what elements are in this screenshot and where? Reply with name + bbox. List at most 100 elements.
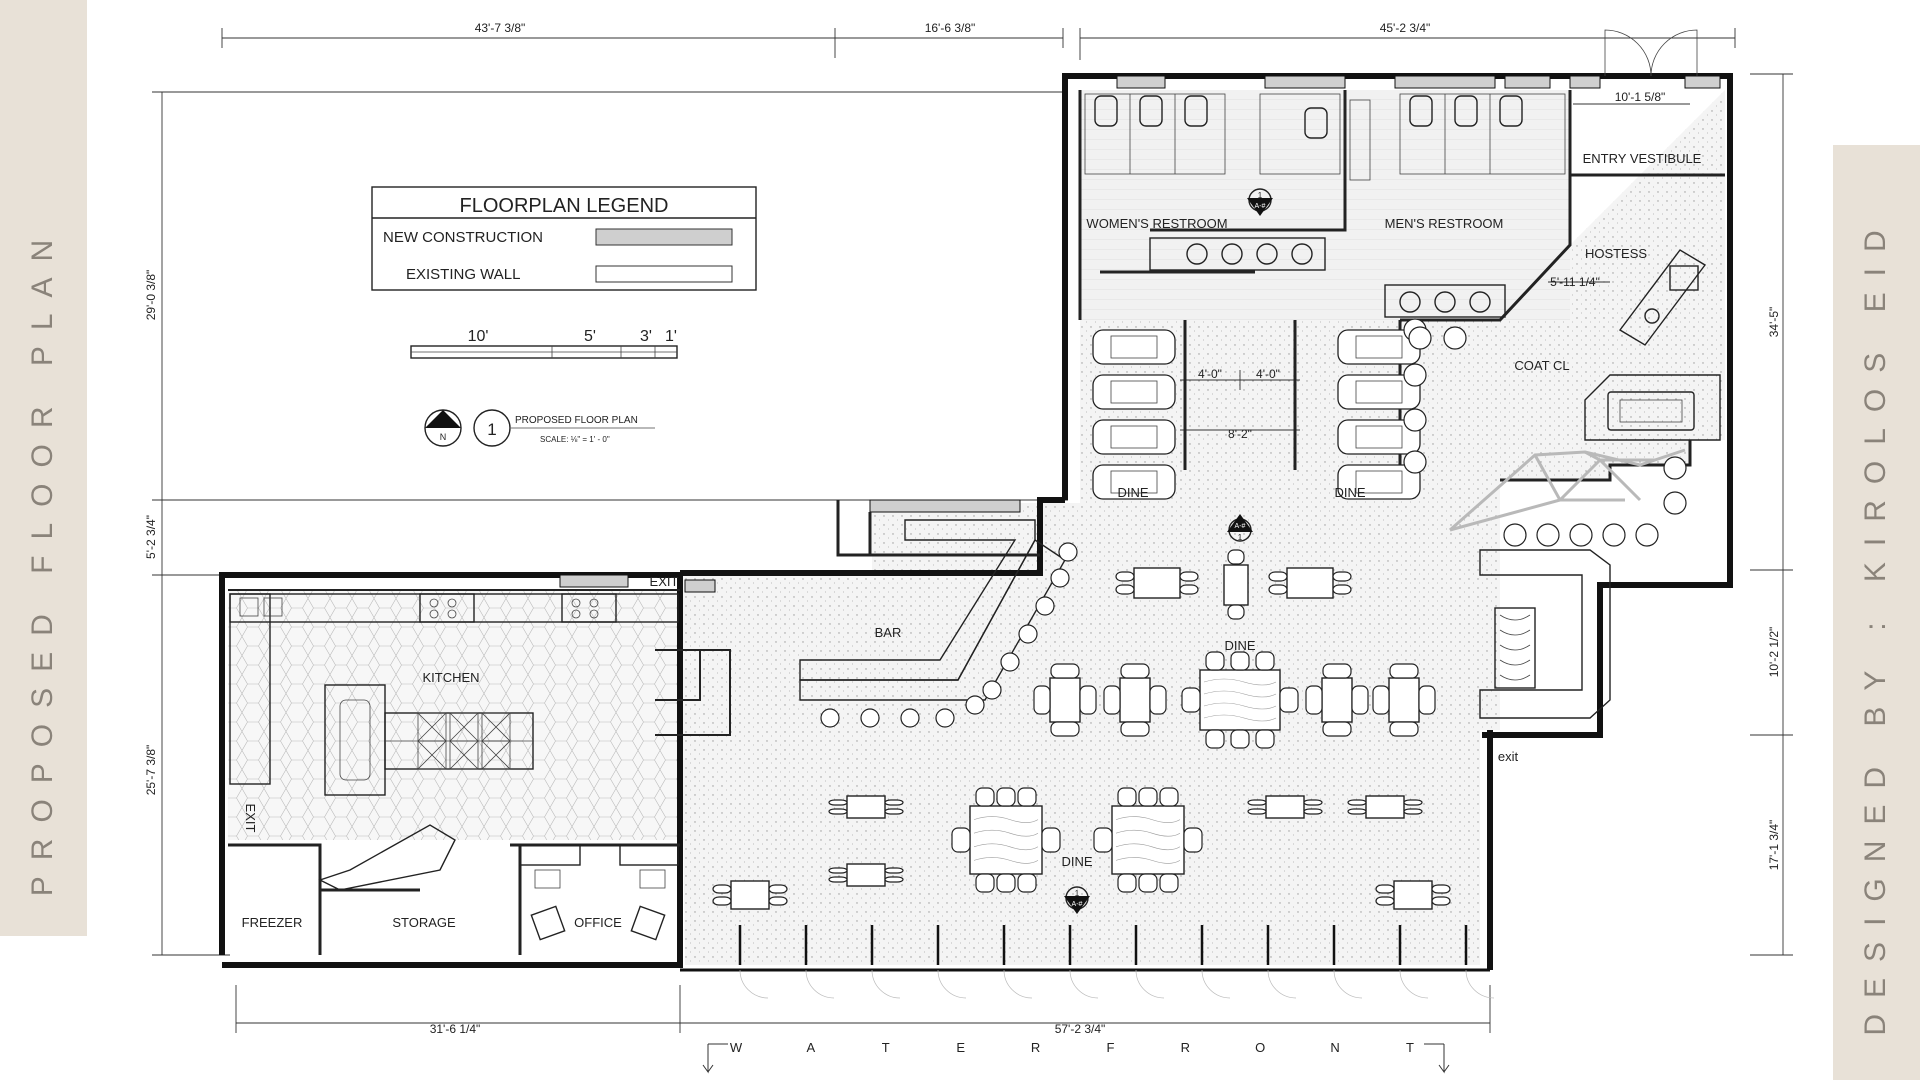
chair bbox=[1230, 729, 1250, 749]
wood-grain bbox=[1203, 678, 1277, 686]
side-chair-table bbox=[1268, 567, 1352, 599]
chair bbox=[884, 876, 904, 883]
bar-stool bbox=[1058, 542, 1078, 562]
decorative-screen bbox=[1449, 448, 1686, 532]
drawing-tag: N 1 PROPOSED FLOOR PLAN SCALE: ⅛" = 1' -… bbox=[424, 409, 655, 447]
chair bbox=[1017, 787, 1037, 807]
north-arrow-label: N bbox=[440, 432, 447, 442]
label-bar: BAR bbox=[875, 625, 902, 640]
legend-new-construction: NEW CONSTRUCTION bbox=[383, 229, 543, 246]
chair bbox=[1375, 896, 1395, 906]
label-exit-right: exit bbox=[1498, 749, 1519, 764]
door-swing bbox=[1465, 969, 1495, 999]
chair bbox=[996, 787, 1016, 807]
wood-grain bbox=[973, 829, 1039, 837]
floorplan-legend: FLOORPLAN LEGEND NEW CONSTRUCTION EXISTI… bbox=[371, 186, 757, 291]
stool bbox=[1602, 523, 1626, 547]
two-top-table bbox=[1033, 663, 1097, 737]
chair bbox=[712, 896, 732, 906]
wood-grain bbox=[1115, 816, 1181, 823]
chair bbox=[1230, 651, 1250, 671]
hostess-stand bbox=[1618, 249, 1707, 346]
dim-top-right: 45'-2 3/4" bbox=[1380, 21, 1431, 35]
chair bbox=[1403, 808, 1423, 815]
restroom-fixtures bbox=[1084, 93, 1566, 318]
section-ref-2: A-# bbox=[1235, 523, 1246, 530]
chair bbox=[884, 808, 904, 815]
label-dine-left: DINE bbox=[1117, 485, 1148, 500]
chair bbox=[884, 799, 904, 806]
chair bbox=[1205, 651, 1225, 671]
chair bbox=[1247, 808, 1267, 815]
label-mens-restroom: MEN'S RESTROOM bbox=[1385, 216, 1504, 231]
chair bbox=[1033, 685, 1051, 715]
label-dine-right: DINE bbox=[1334, 485, 1365, 500]
section-num-3: 1 bbox=[1075, 889, 1080, 898]
chair bbox=[1117, 873, 1137, 893]
chair bbox=[1279, 687, 1299, 713]
label-womens-restroom: WOMEN'S RESTROOM bbox=[1086, 216, 1227, 231]
side-chair-table bbox=[828, 863, 904, 887]
table-top bbox=[1393, 880, 1433, 910]
door-swing bbox=[739, 969, 769, 999]
chair bbox=[1079, 685, 1097, 715]
chair bbox=[1247, 799, 1267, 806]
booth-table bbox=[1110, 335, 1158, 359]
table-top bbox=[1365, 795, 1405, 819]
stool bbox=[1403, 408, 1427, 432]
bar-stool bbox=[965, 695, 985, 715]
single-table bbox=[1223, 549, 1249, 620]
left-title-band: PROPOSED FLOOR PLAN bbox=[0, 0, 87, 936]
chair bbox=[828, 876, 848, 883]
chair bbox=[1183, 827, 1203, 853]
waterfront-letter: T bbox=[882, 1040, 890, 1055]
table-top bbox=[1265, 795, 1305, 819]
stool bbox=[1663, 491, 1687, 515]
side-chair-table bbox=[1115, 567, 1199, 599]
side-chair-table bbox=[1347, 795, 1423, 819]
waterfront-arrow-left bbox=[702, 1043, 728, 1074]
bar-stool bbox=[900, 708, 920, 728]
dim-corridor-total: 8'-2" bbox=[1228, 427, 1252, 441]
waterfront-letter: R bbox=[1181, 1040, 1190, 1055]
chair bbox=[768, 884, 788, 894]
booth-table bbox=[1110, 380, 1158, 404]
stool bbox=[1635, 523, 1659, 547]
dim-vestibule: 10'-1 5/8" bbox=[1615, 90, 1666, 104]
chair bbox=[1347, 799, 1367, 806]
chair bbox=[768, 896, 788, 906]
chair bbox=[1347, 808, 1367, 815]
door-swing bbox=[1069, 969, 1099, 999]
chair bbox=[1322, 663, 1352, 679]
chair bbox=[1303, 808, 1323, 815]
mens-stalls bbox=[1349, 93, 1566, 181]
chair bbox=[975, 787, 995, 807]
bar-stool bbox=[1000, 652, 1020, 672]
chair bbox=[1050, 663, 1080, 679]
bar-stool bbox=[860, 708, 880, 728]
large-table bbox=[951, 787, 1061, 893]
stool bbox=[1569, 523, 1593, 547]
chair bbox=[1120, 663, 1150, 679]
chair bbox=[1372, 685, 1390, 715]
wood-grain bbox=[973, 816, 1039, 823]
chair bbox=[884, 867, 904, 874]
chair bbox=[1255, 651, 1275, 671]
section-num-1: 1 bbox=[1258, 191, 1263, 200]
chair bbox=[1375, 884, 1395, 894]
section-num-2: 1 bbox=[1238, 533, 1243, 542]
chair bbox=[996, 873, 1016, 893]
legend-existing-wall: EXISTING WALL bbox=[406, 266, 520, 283]
dim-top-mid: 16'-6 3/8" bbox=[925, 21, 976, 35]
table-top bbox=[1223, 564, 1249, 606]
label-kitchen: KITCHEN bbox=[422, 670, 479, 685]
kitchen-floor bbox=[228, 590, 680, 840]
scale-3ft: 3' bbox=[640, 328, 652, 345]
dimension-labels: 43'-7 3/8" 16'-6 3/8" 45'-2 3/4" 29'-0 3… bbox=[144, 21, 1781, 1036]
chair bbox=[1159, 787, 1179, 807]
table-top bbox=[969, 805, 1043, 875]
new-construction-walls bbox=[559, 75, 1721, 593]
coat-closet bbox=[1584, 374, 1721, 441]
label-exit-left: EXIT bbox=[243, 804, 258, 833]
booth bbox=[1337, 419, 1421, 455]
